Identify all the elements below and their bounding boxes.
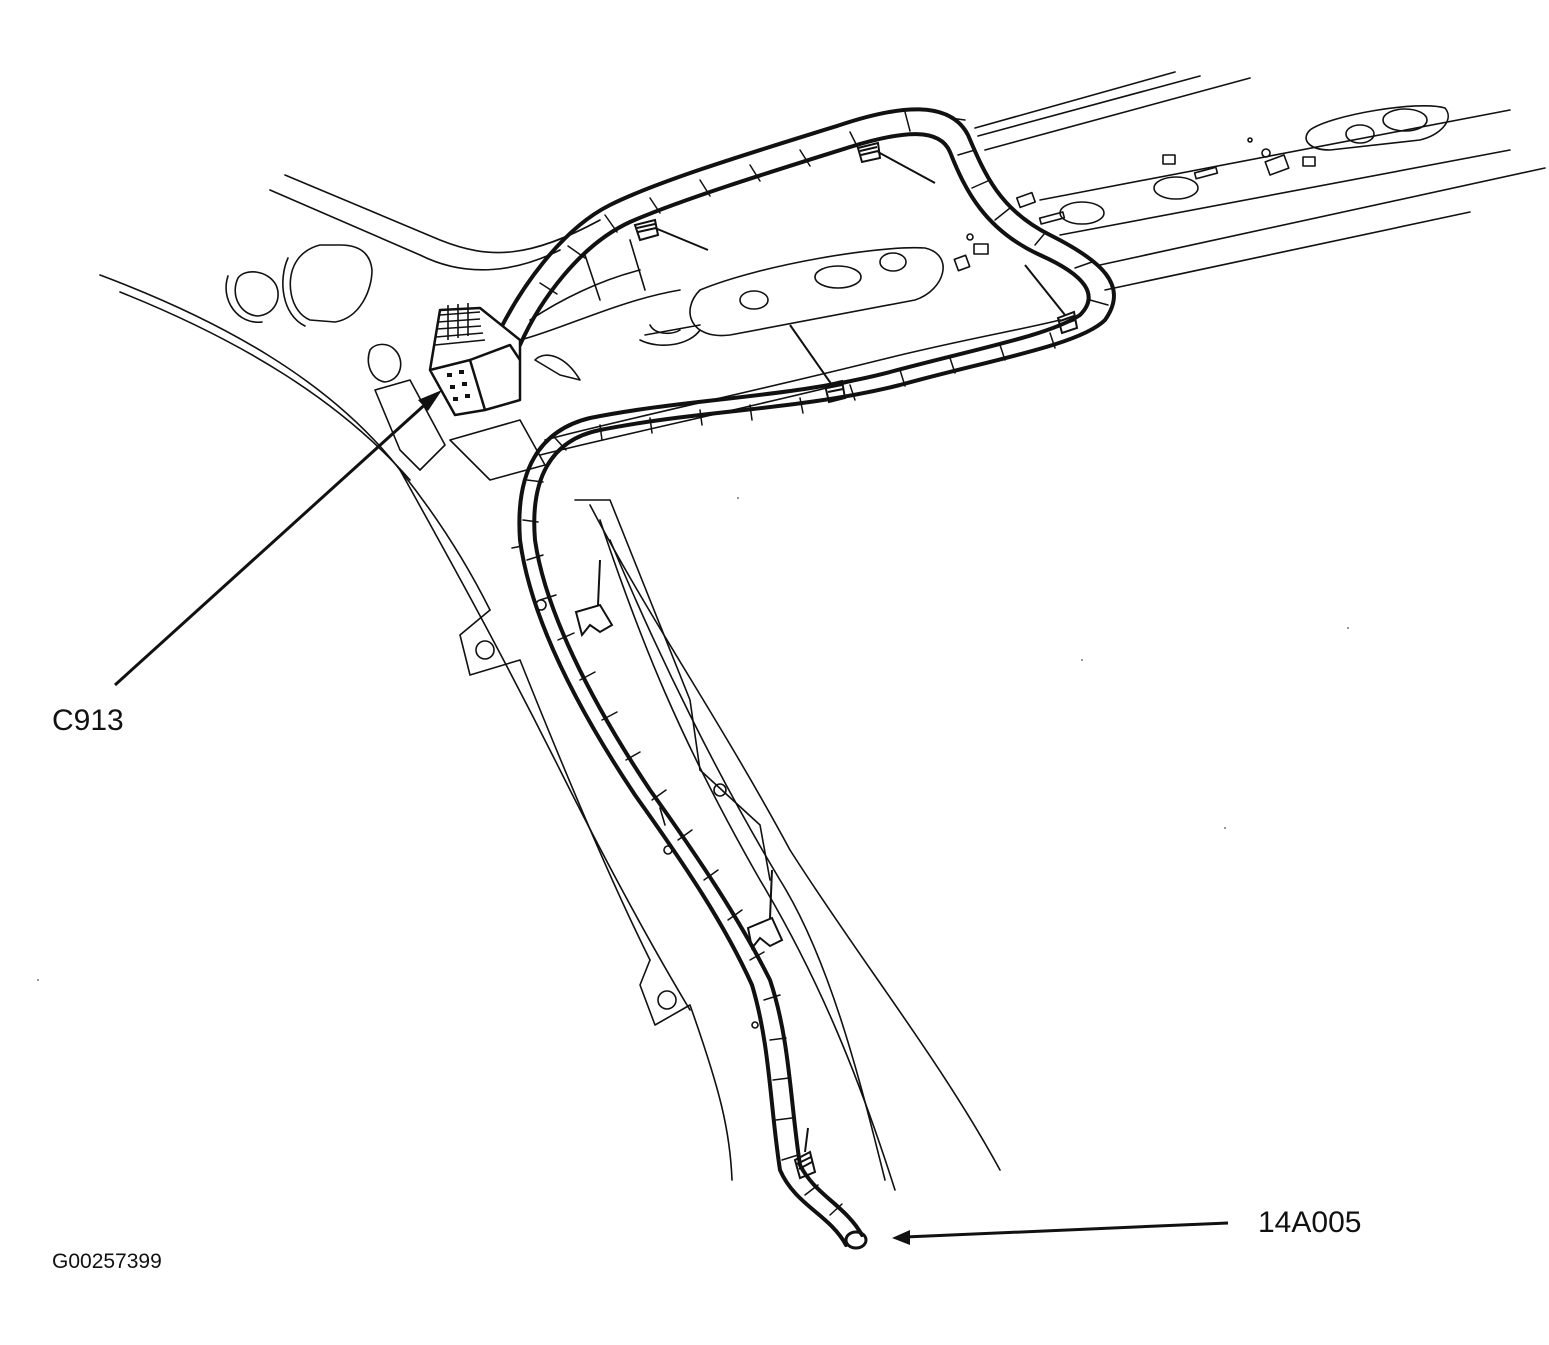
callout-label-14a005: 14A005 — [1258, 1206, 1362, 1239]
roof-panel-structure — [99, 71, 1546, 1191]
clip-4 — [789, 324, 847, 404]
harness-clips — [574, 141, 1079, 1180]
leader-arrow-14a005 — [892, 1221, 1229, 1245]
clip-7 — [793, 1127, 817, 1180]
connector-c913 — [428, 303, 522, 417]
clip-5 — [574, 559, 614, 638]
clip-1 — [633, 218, 709, 251]
speck-marks — [37, 497, 1349, 981]
clip-3 — [1024, 264, 1079, 335]
callout-label-c913: C913 — [52, 704, 124, 737]
harness-14A005 — [498, 107, 1116, 1250]
figure-id-label: G00257399 — [52, 1250, 162, 1273]
clip-2 — [856, 141, 936, 184]
leader-arrow-c913 — [113, 390, 442, 687]
clip-6 — [746, 869, 784, 951]
